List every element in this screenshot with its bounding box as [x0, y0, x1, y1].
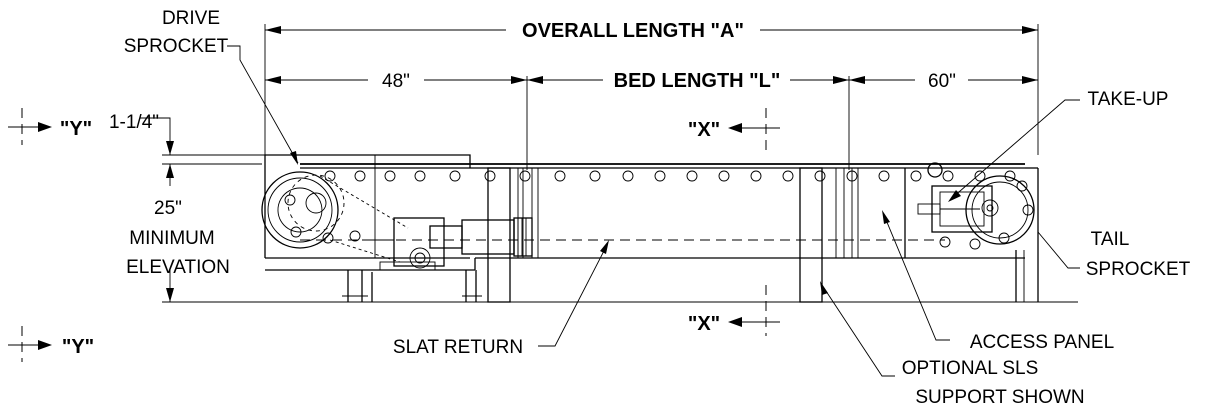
- drive-sprocket-label-line2: SPROCKET: [124, 36, 229, 57]
- section-y-bottom: "Y": [8, 326, 94, 362]
- tail-sprocket-label-line2: SPROCKET: [1086, 259, 1191, 280]
- slat-return-callout: SLAT RETURN: [393, 240, 609, 358]
- elev-25-label: 25": [154, 198, 182, 219]
- overall-length-dimension: OVERALL LENGTH "A": [265, 20, 1038, 42]
- section-x-top-label: "X": [688, 119, 720, 141]
- dim-60-dimension: 60": [849, 71, 1038, 92]
- overall-length-label: OVERALL LENGTH "A": [522, 20, 744, 42]
- minimum-label: MINIMUM: [129, 228, 214, 249]
- access-panel-label: ACCESS PANEL: [970, 332, 1114, 353]
- dim-48-dimension: 48": [265, 71, 527, 92]
- take-up-label: TAKE-UP: [1088, 89, 1169, 110]
- dim-1-1-4-label: 1-1/4": [109, 112, 159, 133]
- conveyor-frame: [261, 154, 1039, 271]
- dim-48-label: 48": [382, 71, 410, 92]
- dim-60-label: 60": [928, 71, 956, 92]
- tail-sprocket-label-line1: TAIL: [1091, 229, 1130, 250]
- section-y-top: "Y": [8, 108, 92, 145]
- section-x-top: "X": [688, 108, 780, 152]
- drive-sprocket-label-line1: DRIVE: [162, 8, 220, 29]
- elevation-label: ELEVATION: [126, 257, 230, 278]
- elevation-dimension: 1-1/4" 25" MINIMUM ELEVATION: [109, 112, 470, 303]
- bed-length-dimension: BED LENGTH "L": [527, 70, 849, 92]
- optional-support-label-line2: SUPPORT SHOWN: [915, 387, 1084, 408]
- section-x-bottom: "X": [688, 285, 780, 336]
- extension-lines: [264, 24, 1039, 170]
- optional-support-callout: OPTIONAL SLS SUPPORT SHOWN: [820, 281, 1085, 408]
- access-panel-callout: ACCESS PANEL: [882, 210, 1114, 353]
- take-up-callout: TAKE-UP: [948, 89, 1168, 202]
- optional-support-label-line1: OPTIONAL SLS: [902, 358, 1039, 379]
- tail-sprocket-callout: TAIL SPROCKET: [1037, 229, 1191, 280]
- drive-sprocket-callout: DRIVE SPROCKET: [124, 8, 299, 165]
- section-x-bottom-label: "X": [688, 313, 720, 335]
- supports: [342, 167, 1039, 303]
- section-y-bottom-label: "Y": [62, 336, 94, 358]
- conveyor-slats: [284, 170, 1034, 250]
- bed-length-label: BED LENGTH "L": [614, 70, 781, 92]
- section-y-top-label: "Y": [60, 118, 92, 140]
- slat-return-label: SLAT RETURN: [393, 337, 523, 358]
